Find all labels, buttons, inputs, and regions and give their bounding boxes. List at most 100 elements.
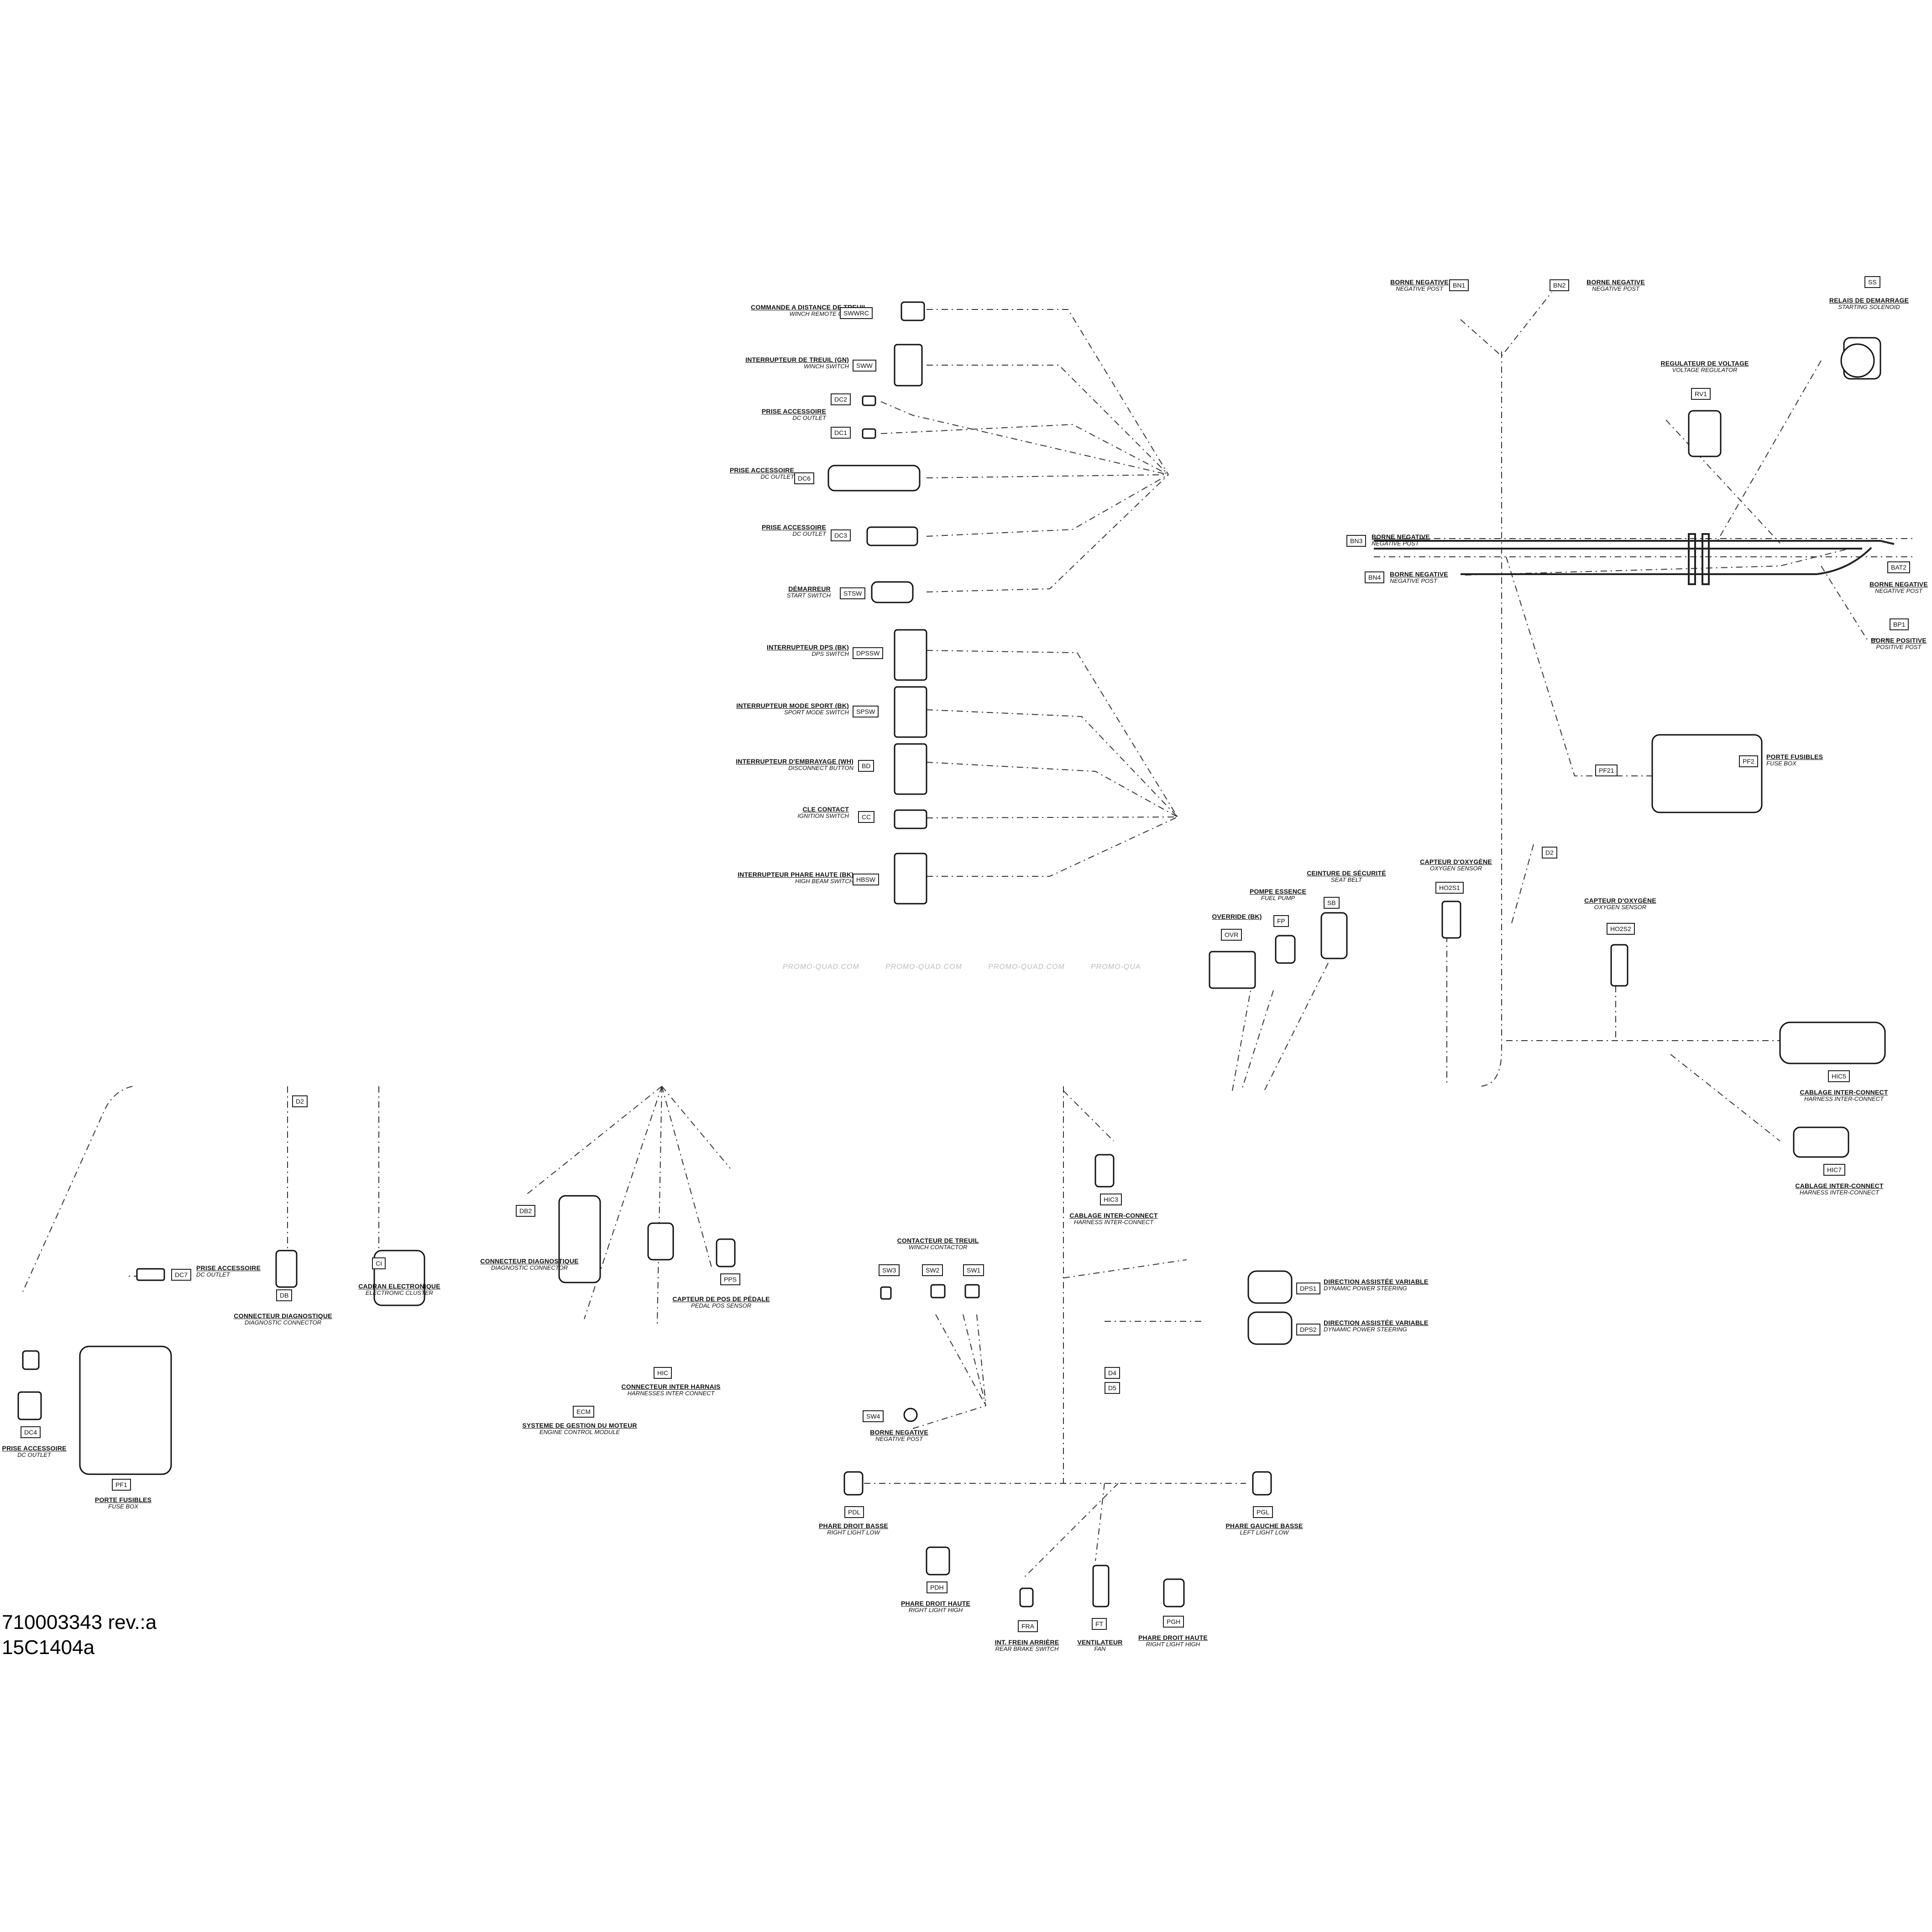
drawing-id: 15C1404a (2, 1636, 95, 1659)
code-bp1: BP1 (1890, 618, 1909, 630)
code-dc1: DC1 (831, 427, 851, 439)
label-override: OVERRIDE (BK) (1212, 913, 1262, 920)
code-bd: BD (858, 760, 874, 772)
code-fra: FRA (1018, 1620, 1038, 1632)
code-hic3: HIC3 (1100, 1194, 1122, 1205)
code-d5: D5 (1105, 1382, 1120, 1394)
code-pdh: PDH (927, 1581, 948, 1593)
code-dc7: DC7 (171, 1269, 192, 1281)
code-cc: CC (858, 811, 875, 823)
code-dc3: DC3 (831, 529, 851, 541)
code-d4: D4 (1105, 1367, 1120, 1379)
label-high-beam: INTERRUPTEUR PHARE HAUTE (BK)HIGH BEAM S… (738, 871, 853, 885)
code-dpssw: DPSSW (853, 647, 884, 659)
label-winch-switch: INTERRUPTEUR DE TREUIL (GN)WINCH SWITCH (745, 356, 849, 370)
code-rv1: RV1 (1691, 388, 1711, 400)
code-hic: HIC (654, 1367, 672, 1379)
code-pgh: PGH (1163, 1616, 1184, 1628)
code-pps: PPS (720, 1273, 741, 1285)
code-ci: CI (372, 1257, 386, 1269)
code-ovr: OVR (1221, 929, 1242, 941)
code-sw4: SW4 (863, 1410, 884, 1422)
code-d2-left: D2 (292, 1095, 308, 1107)
label-dps-switch: INTERRUPTEUR DPS (BK)DPS SWITCH (767, 644, 849, 658)
watermark: PROMO-QUA (1091, 963, 1141, 971)
label-disconnect: INTERRUPTEUR D'EMBRAYAGE (WH)DISCONNECT … (736, 758, 853, 772)
code-swwrc: SWWRC (840, 307, 873, 319)
code-sw1: SW1 (963, 1264, 984, 1276)
code-bat2: BAT2 (1887, 561, 1910, 573)
code-db2: DB2 (516, 1205, 536, 1217)
code-bn4: BN4 (1365, 571, 1385, 583)
code-dc6: DC6 (794, 472, 815, 484)
code-dc4: DC4 (21, 1426, 41, 1438)
code-ft: FT (1092, 1618, 1107, 1630)
code-sb: SB (1324, 897, 1340, 909)
code-ho2s1: HO2S1 (1435, 882, 1464, 894)
code-bn2: BN2 (1550, 279, 1570, 291)
code-pf21: PF21 (1595, 764, 1618, 776)
code-ho2s2: HO2S2 (1607, 923, 1635, 935)
code-sw2: SW2 (922, 1264, 943, 1276)
part-number: 710003343 rev.:a (2, 1611, 157, 1634)
code-hic5: HIC5 (1828, 1070, 1850, 1082)
code-stsw: STSW (840, 587, 866, 599)
watermark: PROMO-QUAD.COM (988, 963, 1065, 971)
watermark: PROMO-QUAD.COM (885, 963, 962, 971)
code-dc2: DC2 (831, 393, 851, 405)
code-ecm: ECM (573, 1406, 595, 1418)
code-fp: FP (1273, 915, 1289, 927)
code-pf1: PF1 (112, 1479, 131, 1491)
code-dps1: DPS1 (1296, 1283, 1320, 1294)
code-spsw: SPSW (853, 706, 879, 717)
code-bn1: BN1 (1449, 279, 1469, 291)
code-pf2: PF2 (1739, 755, 1758, 767)
code-hbsw: HBSW (853, 874, 879, 885)
code-bn3: BN3 (1346, 535, 1367, 547)
code-hic7: HIC7 (1823, 1164, 1845, 1176)
code-d2: D2 (1542, 847, 1557, 859)
code-sww: SWW (853, 360, 876, 372)
code-pgl: PGL (1253, 1506, 1273, 1518)
code-sw3: SW3 (879, 1264, 900, 1276)
